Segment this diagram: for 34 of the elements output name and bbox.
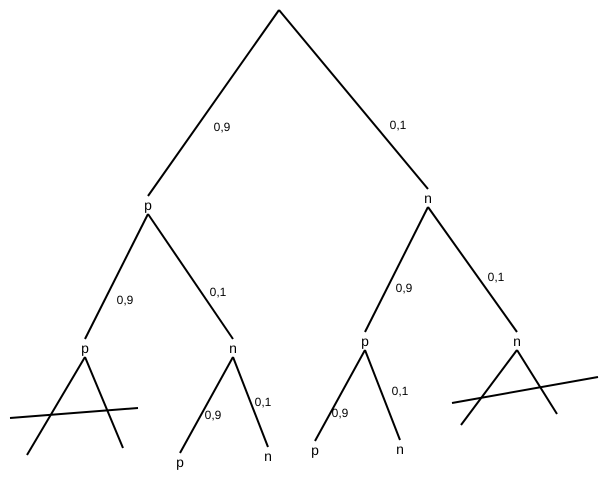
edge-label: 0,1 [254, 395, 272, 409]
edge-label: 0,1 [392, 384, 408, 398]
tree-branch [427, 206, 518, 333]
edge-label: 0,9 [396, 281, 412, 295]
node-label: p [143, 197, 153, 213]
node-label: p [175, 454, 185, 470]
node-label: n [512, 333, 522, 349]
edge-label: 0,9 [116, 293, 134, 307]
node-label: n [228, 340, 238, 356]
tree-branch [460, 349, 518, 426]
edge-label: 0,9 [214, 120, 230, 134]
tree-branch [179, 356, 234, 454]
tree-branch [84, 356, 124, 448]
edge-label: 0,1 [210, 285, 226, 299]
node-label: n [423, 190, 433, 206]
tree-branch [147, 9, 280, 197]
tree-branch [314, 350, 366, 442]
edge-label: 0,1 [488, 270, 504, 284]
node-label: p [80, 340, 90, 356]
tree-branch [84, 214, 149, 340]
tree-branch [232, 356, 269, 448]
tree-branch [364, 350, 401, 440]
node-label: p [360, 333, 370, 349]
tree-branch [147, 213, 234, 340]
tree-branch [26, 356, 86, 456]
tree-branch [278, 9, 429, 190]
edge-label: 0,9 [204, 408, 222, 422]
tree-branch [364, 206, 429, 332]
edge-label: 0,1 [390, 118, 406, 132]
tree-branch [516, 349, 558, 415]
node-label: p [310, 442, 320, 458]
node-label: n [395, 441, 405, 457]
edge-label: 0,9 [332, 406, 348, 420]
node-label: n [263, 448, 273, 464]
